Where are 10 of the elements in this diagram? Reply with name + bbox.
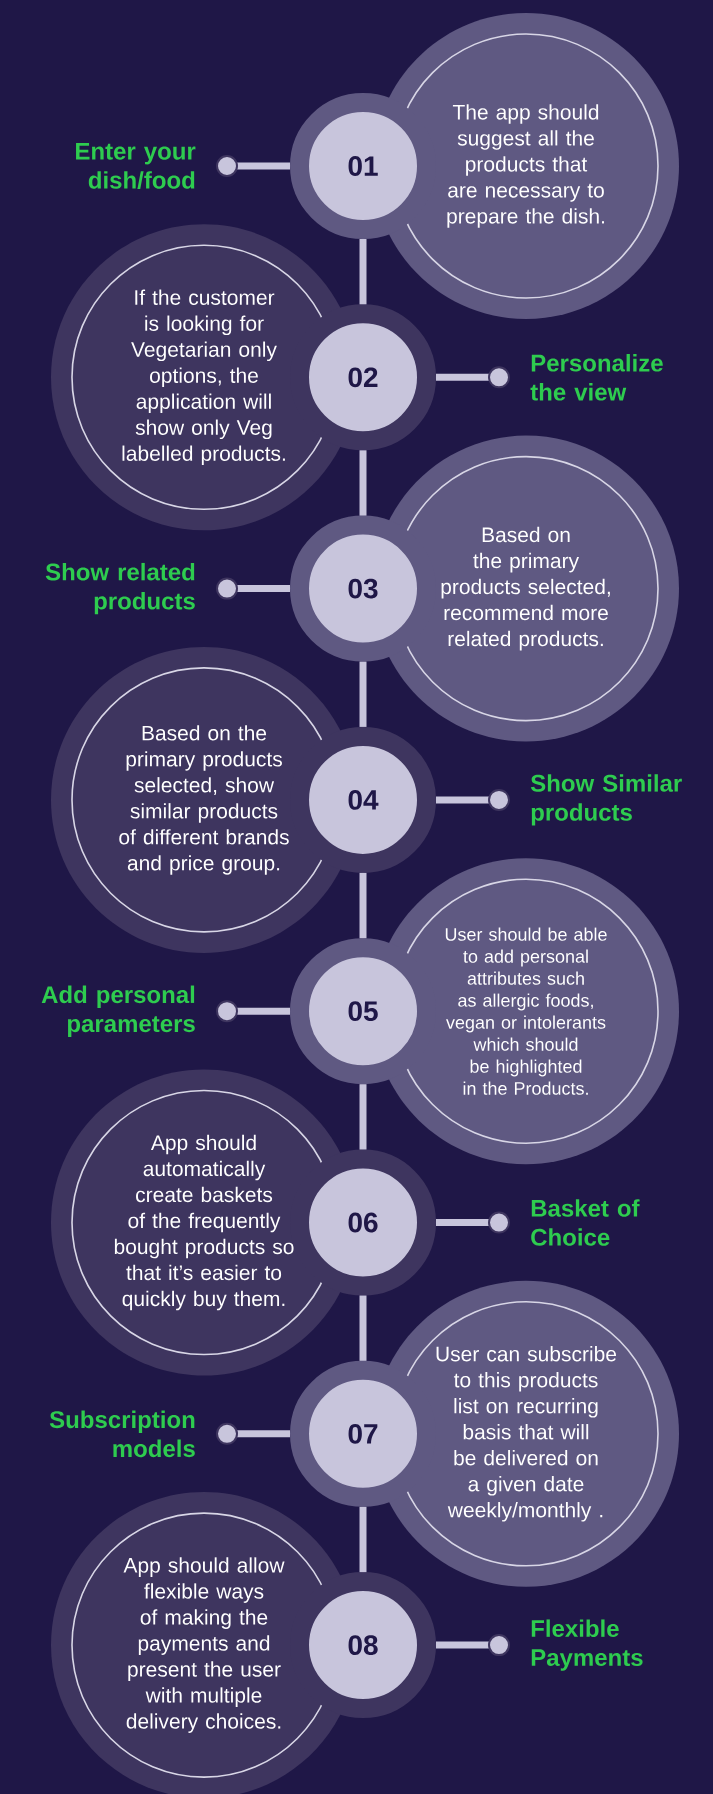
- connector-line: [359, 872, 367, 939]
- step-title: Basket of Choice: [531, 1199, 640, 1246]
- step-title: Show Similar products: [530, 774, 682, 826]
- connector-line: [359, 1506, 367, 1573]
- step-title: Subscription models: [49, 1410, 195, 1458]
- step-title: Personalize the view: [530, 354, 663, 401]
- step-title: Flexible Payments: [531, 1619, 643, 1671]
- step-title: Enter your dish/food: [76, 143, 196, 189]
- step-title: Show related products: [45, 562, 195, 615]
- step-title: Add personal parameters: [41, 985, 195, 1037]
